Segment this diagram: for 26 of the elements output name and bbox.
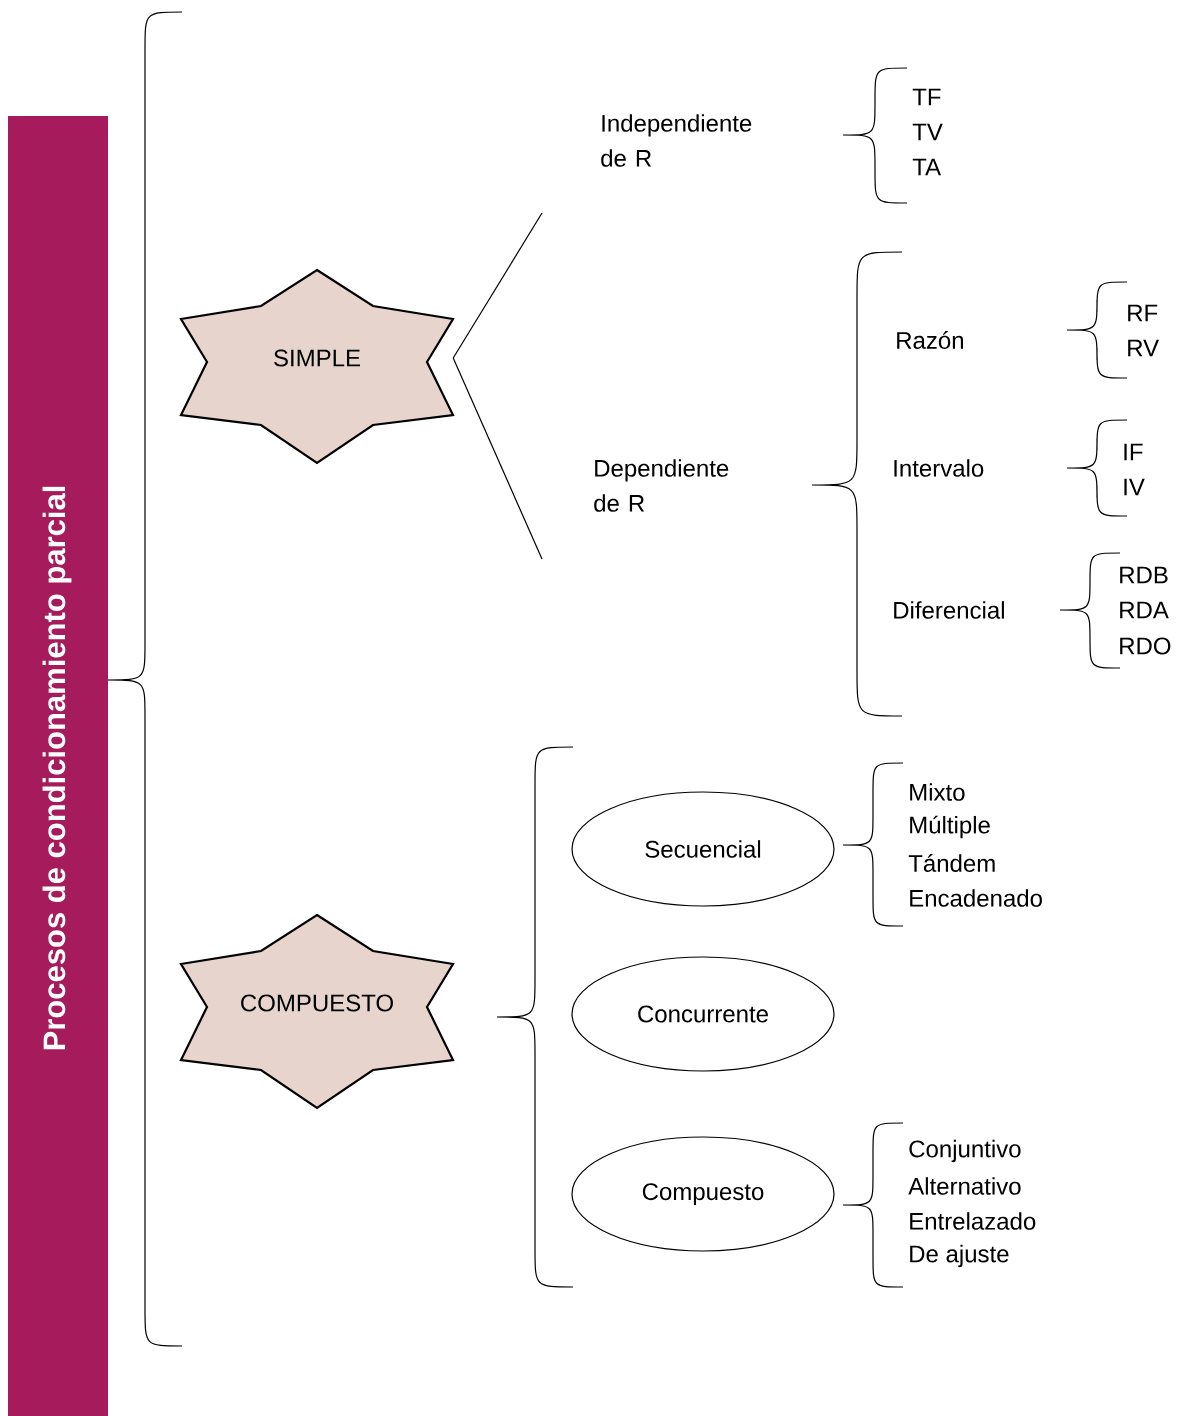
list-item: IV: [1124, 478, 1145, 496]
list-item: Diferencial: [894, 601, 1004, 619]
list-item: Alternativo: [908, 1177, 1021, 1195]
list-item: Intervalo: [894, 459, 984, 477]
title-bar: Procesos de condicionamiento parcial: [8, 116, 108, 1416]
list-item: RDA: [1120, 601, 1169, 619]
list-item: RV: [1128, 339, 1159, 357]
list-item: TA: [912, 158, 942, 176]
connector-line: [452, 357, 543, 560]
category-text: Dependiente de R: [594, 459, 729, 512]
list-item: Conjuntivo: [909, 1139, 1021, 1163]
connector-line: [452, 212, 543, 359]
list-item: Razón: [897, 331, 963, 349]
list-item: TV: [912, 123, 943, 141]
list-item: RF: [1128, 304, 1158, 322]
list-item: TF: [912, 88, 941, 106]
list-item: IF: [1124, 443, 1143, 461]
list-item: Entrelazado: [910, 1212, 1036, 1230]
list-item: De ajuste: [910, 1244, 1009, 1268]
category-text: Independiente de R: [601, 114, 752, 167]
list-item: RDB: [1120, 566, 1168, 584]
list-item: Mixto: [910, 783, 965, 801]
list-item: Múltiple: [910, 815, 990, 839]
list-item: Tándem: [908, 854, 995, 872]
list-item: RDO: [1120, 637, 1171, 655]
list-item: Encadenado: [910, 889, 1042, 907]
